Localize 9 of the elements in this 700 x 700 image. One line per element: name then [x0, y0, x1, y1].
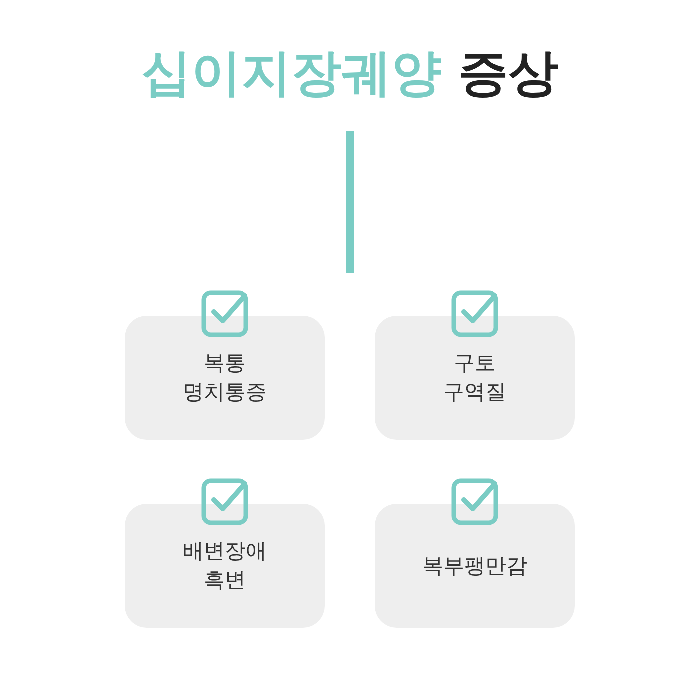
- title: 십이지장궤양 증상: [140, 43, 560, 104]
- symptom-card: [125, 504, 325, 628]
- symptom-text: 배변장애 흑변: [182, 538, 268, 594]
- symptom-text: 복통 명치통증: [182, 350, 268, 406]
- symptom-card: [375, 504, 575, 628]
- symptom-card: [125, 316, 325, 440]
- symptom-text: 구토 구역질: [442, 350, 508, 406]
- symptom-text: 복부팽만감: [422, 552, 528, 580]
- symptom-card: [375, 316, 575, 440]
